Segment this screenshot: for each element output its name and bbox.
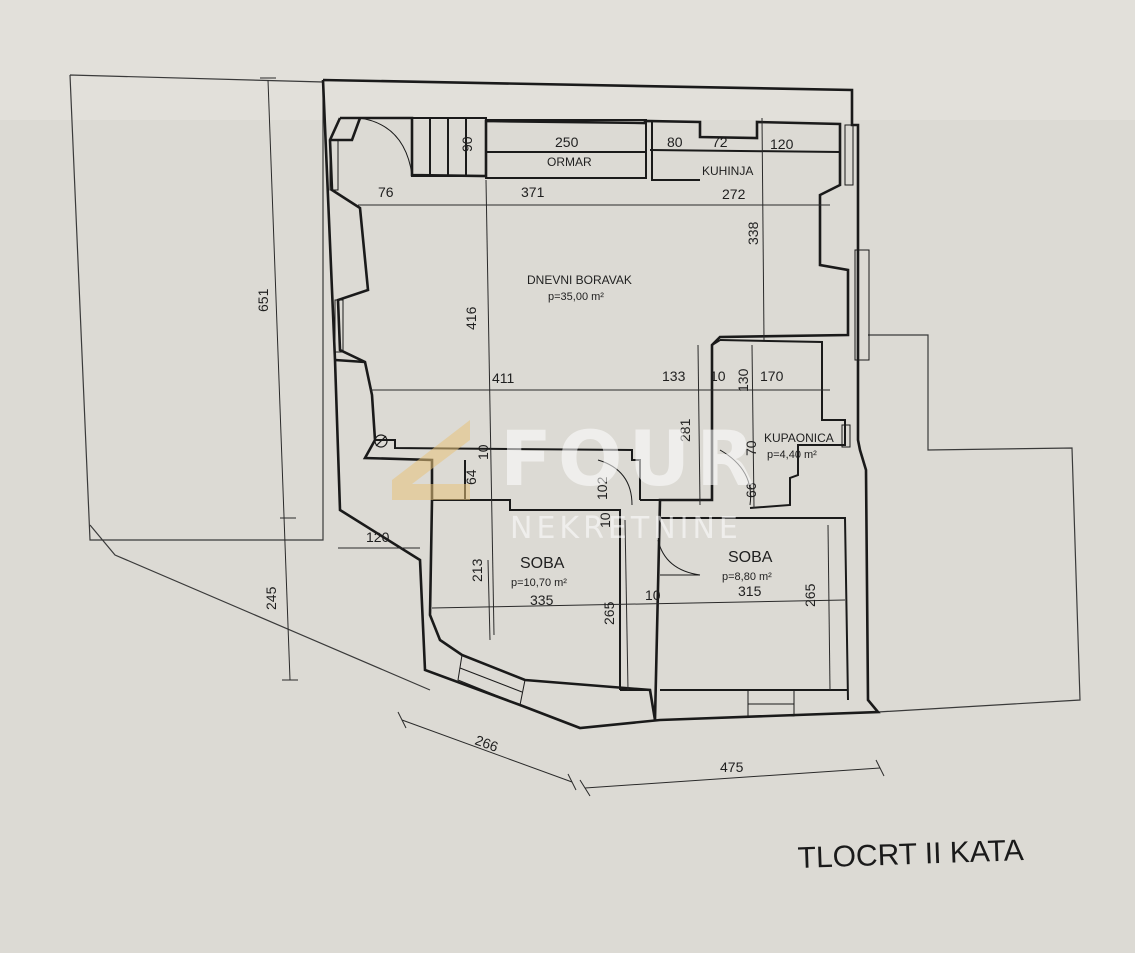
dim-411: 411 xyxy=(492,370,515,386)
dim-250: 250 xyxy=(555,134,579,150)
dim-66: 66 xyxy=(743,482,759,498)
dim-213: 213 xyxy=(469,558,485,582)
dim-266: 266 xyxy=(473,732,501,755)
room-label-kuhinja: KUHINJA xyxy=(702,164,753,178)
watermark-logo-icon xyxy=(392,420,470,500)
room-label-soba-2: SOBA xyxy=(728,549,773,566)
plan-title: TLOCRT II KATA xyxy=(797,834,1024,875)
dim-315: 315 xyxy=(738,583,762,599)
dim-371: 371 xyxy=(521,184,545,200)
room-label-soba-1: SOBA xyxy=(520,555,565,572)
dim-416: 416 xyxy=(463,306,479,330)
chimney-symbol xyxy=(374,434,388,448)
paper-highlight xyxy=(0,0,1135,120)
dim-10-hall: 10 xyxy=(475,444,491,460)
dim-170: 170 xyxy=(760,368,784,384)
dim-265-soba1: 265 xyxy=(601,601,617,625)
plot-boundary-right xyxy=(868,334,1081,713)
room-label-ormar: ORMAR xyxy=(547,155,592,169)
dim-265-soba2: 265 xyxy=(802,583,818,607)
room-area-dnevni-boravak: p=35,00 m² xyxy=(548,291,604,303)
dim-120-left: 120 xyxy=(366,529,390,545)
dim-72: 72 xyxy=(712,134,728,150)
dim-130: 130 xyxy=(735,368,751,392)
dim-272: 272 xyxy=(722,186,746,202)
dimension-lines xyxy=(260,77,885,797)
dim-76: 76 xyxy=(378,184,394,200)
dim-10-bath: 10 xyxy=(710,368,726,384)
dim-475: 475 xyxy=(720,759,744,775)
door-swings xyxy=(359,117,752,576)
windows xyxy=(329,124,870,717)
room-area-soba-2: p=8,80 m² xyxy=(722,571,772,583)
watermark-brand: FOUR xyxy=(500,414,761,503)
dim-64: 64 xyxy=(463,469,479,485)
room-label-dnevni-boravak: DNEVNI BORAVAK xyxy=(527,273,632,287)
dim-133: 133 xyxy=(662,368,686,384)
dim-10-soba: 10 xyxy=(597,512,613,528)
dim-10-between: 10 xyxy=(645,587,661,603)
watermark: FOUR NEKRETNINE xyxy=(392,414,761,546)
dim-335: 335 xyxy=(530,592,554,608)
dim-80: 80 xyxy=(667,134,683,150)
dim-70: 70 xyxy=(743,440,759,456)
room-label-kupaonica: KUPAONICA xyxy=(764,431,834,445)
dim-281: 281 xyxy=(677,418,693,442)
dim-338: 338 xyxy=(745,221,761,245)
room-area-kupaonica: p=4,40 m² xyxy=(767,449,817,461)
plot-boundary-left xyxy=(69,74,324,541)
dim-120-top: 120 xyxy=(770,136,794,152)
watermark-sub: NEKRETNINE xyxy=(510,511,742,546)
dim-245: 245 xyxy=(263,586,279,610)
room-area-soba-1: p=10,70 m² xyxy=(511,577,567,589)
dim-651: 651 xyxy=(255,288,271,312)
plot-boundary-diagonal xyxy=(89,524,431,691)
dim-90: 90 xyxy=(459,136,475,152)
dim-102: 102 xyxy=(594,476,610,500)
